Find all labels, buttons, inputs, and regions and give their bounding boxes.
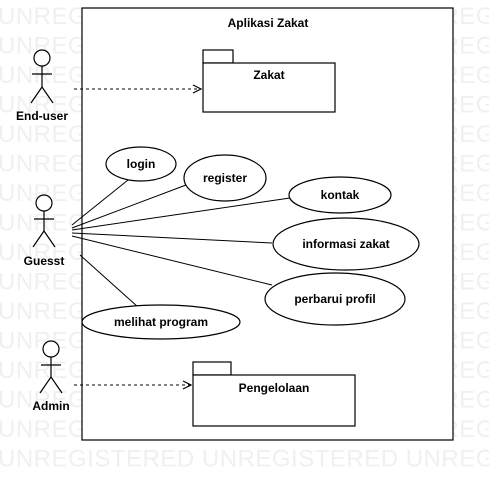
use-case-register: register	[183, 154, 267, 202]
actor-end-user: End-user	[16, 49, 68, 123]
end-user-to-zakat-dependency	[74, 84, 203, 94]
actor-admin-label: Admin	[32, 399, 69, 413]
guest-associations	[71, 179, 291, 308]
actor-guest-label: Guesst	[24, 254, 65, 268]
use-case-perbarui-profil: perbarui profil	[264, 272, 406, 326]
use-case-informasi-zakat: informasi zakat	[272, 217, 420, 271]
use-case-informasi-zakat-label: informasi zakat	[302, 237, 389, 251]
actor-guest: Guesst	[24, 194, 65, 268]
package-pengelolaan: Pengelolaan	[192, 361, 356, 427]
package-zakat-label: Zakat	[253, 68, 284, 82]
use-case-melihat-program-label: melihat program	[114, 315, 208, 329]
use-case-kontak: kontak	[288, 176, 392, 214]
use-case-kontak-label: kontak	[321, 188, 360, 202]
use-case-register-label: register	[203, 171, 247, 185]
use-case-login: login	[105, 146, 177, 182]
use-case-login-label: login	[127, 157, 156, 171]
actor-admin: Admin	[32, 340, 70, 413]
package-zakat: Zakat	[202, 49, 336, 113]
actor-head-icon	[33, 49, 51, 67]
system-title: Aplikasi Zakat	[228, 16, 309, 30]
actor-head-icon	[35, 194, 53, 212]
use-case-melihat-program: melihat program	[81, 304, 241, 340]
watermark-text: UNREGISTERED UNREGISTERED UNREGISTERED	[0, 446, 489, 473]
actor-head-icon	[42, 340, 60, 358]
use-case-perbarui-profil-label: perbarui profil	[294, 292, 375, 306]
package-pengelolaan-label: Pengelolaan	[239, 381, 310, 395]
actor-end-user-label: End-user	[16, 109, 68, 123]
admin-to-pengelolaan-dependency	[74, 380, 193, 390]
